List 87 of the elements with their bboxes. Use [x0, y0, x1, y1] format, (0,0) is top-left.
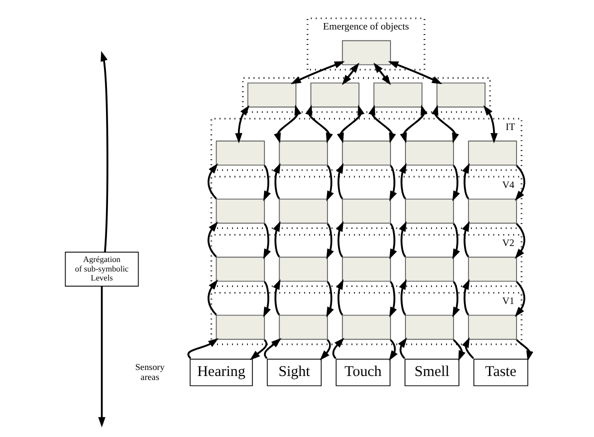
arrow	[234, 105, 249, 144]
arrow	[452, 223, 460, 260]
arrow	[262, 281, 270, 318]
node-box	[215, 256, 264, 282]
arrow	[207, 280, 218, 316]
arrow	[452, 164, 460, 202]
arrow	[452, 339, 465, 361]
node-box	[278, 140, 328, 166]
arrow	[319, 339, 330, 360]
cluster: Emergence of objects	[306, 17, 425, 71]
node-box	[468, 314, 516, 340]
arrow	[398, 279, 406, 316]
arrow	[304, 104, 332, 144]
node-box: Sight	[266, 358, 322, 386]
node-box	[468, 256, 516, 282]
node-box	[372, 82, 422, 108]
node-box	[468, 198, 516, 224]
arrow	[482, 105, 498, 144]
node-box: Smell	[404, 358, 459, 386]
arrow	[430, 104, 458, 144]
node-box	[278, 198, 328, 224]
arrow	[326, 164, 334, 202]
arrow	[398, 221, 406, 258]
arrow	[207, 163, 218, 200]
arrow	[388, 281, 396, 318]
cluster: V2	[210, 234, 522, 288]
node-box	[404, 256, 454, 282]
arrow	[98, 286, 105, 428]
arrow	[332, 338, 344, 359]
arrow	[207, 221, 218, 258]
arrow	[341, 62, 359, 86]
arrow	[388, 164, 396, 202]
arrow	[462, 163, 470, 200]
cluster: IT	[210, 118, 522, 171]
node-box	[341, 198, 390, 224]
arrow	[100, 50, 108, 252]
node-box: Hearing	[189, 358, 252, 386]
arrow	[272, 163, 280, 200]
node-box	[341, 256, 390, 282]
arrow	[336, 104, 364, 144]
arrow	[388, 61, 442, 84]
arrow	[398, 337, 407, 359]
arrow	[326, 281, 334, 318]
node-box	[404, 140, 454, 166]
arrow	[452, 281, 460, 318]
node-box	[468, 140, 516, 166]
arrow	[462, 337, 474, 360]
arrow	[462, 279, 470, 316]
arrow	[368, 104, 396, 144]
cluster: V4	[210, 176, 522, 229]
arrow	[398, 163, 406, 200]
arrow	[262, 164, 270, 202]
arrow	[515, 339, 532, 362]
node-box	[341, 40, 390, 66]
node-box	[246, 82, 296, 108]
arrow	[335, 163, 344, 200]
arrow	[388, 223, 396, 260]
arrow	[335, 221, 344, 258]
arrow	[263, 338, 281, 359]
arrow	[249, 339, 267, 360]
node-box	[215, 140, 264, 166]
arrow	[272, 279, 280, 316]
arrow	[399, 104, 428, 144]
arrow	[262, 223, 270, 260]
arrow	[326, 223, 334, 260]
node-box	[278, 314, 328, 340]
cluster: V1	[210, 292, 522, 346]
node-box	[436, 82, 485, 108]
node-box: Taste	[472, 358, 528, 386]
arrow	[273, 104, 301, 144]
node-box	[341, 140, 390, 166]
node-box	[278, 256, 328, 282]
arrow	[290, 61, 344, 84]
arrow	[272, 221, 280, 258]
node-box	[215, 198, 264, 224]
node-box: Agrégation of sub-symbolic Levels	[64, 252, 138, 287]
arrow	[388, 339, 398, 361]
node-box: Touch	[335, 358, 390, 386]
node-box	[404, 314, 454, 340]
node-box	[215, 314, 264, 340]
node-box	[404, 198, 454, 224]
node-box	[310, 82, 359, 108]
label: Sensory areas	[134, 362, 164, 382]
node-box	[341, 314, 390, 340]
arrow	[462, 221, 470, 258]
arrow	[335, 279, 344, 316]
arrow	[373, 62, 390, 86]
